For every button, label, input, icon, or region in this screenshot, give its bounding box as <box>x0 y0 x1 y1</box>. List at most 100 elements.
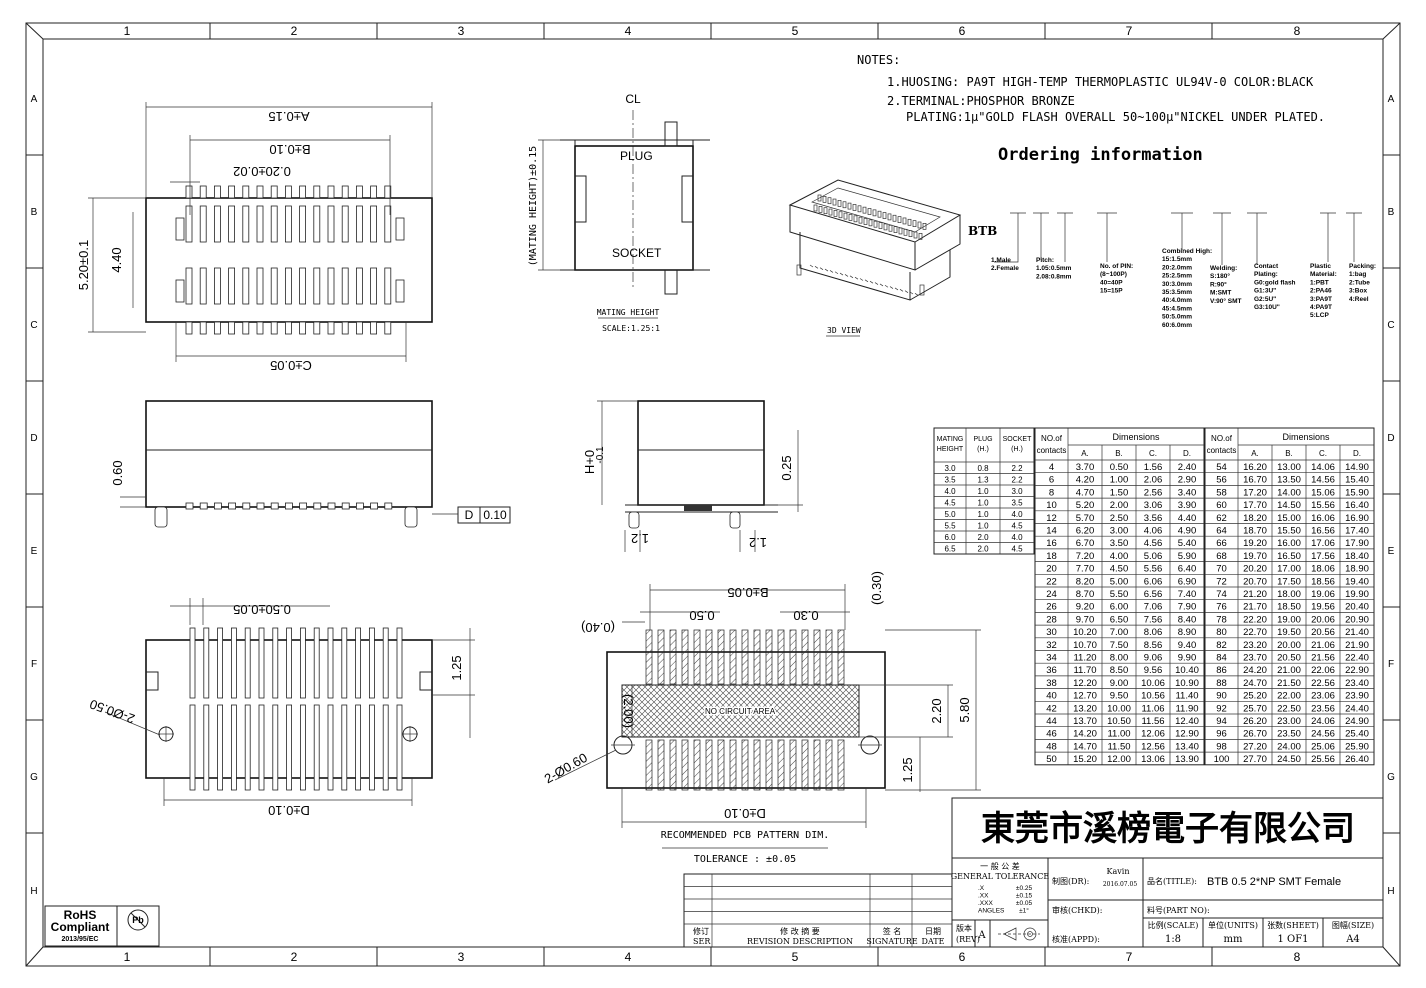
iso-contact <box>878 222 883 229</box>
dim-table-cell: 12.40 <box>1175 716 1199 727</box>
dim-table-cell: 18.90 <box>1345 564 1369 575</box>
mating-height-scale: SCALE:1.25:1 <box>602 324 660 333</box>
side-view: 0.60 D 0.10 <box>110 400 511 528</box>
iso-contact <box>898 227 903 235</box>
ordering-option: 2:PA46 <box>1310 288 1332 295</box>
top-contact-lower <box>228 267 236 305</box>
top-tail-pin <box>284 185 292 199</box>
bottom-contact-lower <box>368 704 375 791</box>
dim-table-cell: 0.50 <box>1110 462 1129 473</box>
rev-value: A <box>977 930 986 941</box>
dim-table-cell: 25.56 <box>1311 754 1335 765</box>
top-tail-pin <box>228 185 236 199</box>
iso-tail <box>849 275 854 279</box>
dim-table-cell: 16.56 <box>1311 526 1335 537</box>
dim-table-cell: 13.50 <box>1277 475 1301 486</box>
bottom-contact-upper <box>230 627 237 699</box>
iso-tail <box>834 271 839 275</box>
bottom-contact-upper <box>382 627 389 699</box>
dim-table-cell: 19.20 <box>1243 538 1267 549</box>
iso-tail <box>874 282 879 285</box>
dim-table-cell: 26.70 <box>1243 729 1267 740</box>
dim-table-cell: 50 <box>1046 754 1057 765</box>
iso-tail <box>869 280 874 284</box>
pcb-pad-lower <box>741 739 749 791</box>
dim-table-cell: 13.00 <box>1277 462 1301 473</box>
iso-tail <box>844 274 849 277</box>
top-side-latch <box>395 279 405 303</box>
dim-table-cell: 25.20 <box>1243 691 1267 702</box>
pcb-dim-5-80: 5.80 <box>957 697 972 722</box>
top-contact-upper <box>270 205 278 243</box>
dim-table-cell: 16.70 <box>1243 475 1267 486</box>
top-tail-pin <box>185 185 193 199</box>
frame-col-label: 8 <box>1294 24 1301 38</box>
iso-contact <box>852 204 857 211</box>
ordering-option: 40:4.0mm <box>1162 297 1192 304</box>
pcb-pad-upper <box>801 629 809 685</box>
dim-table-cell: 22 <box>1046 576 1057 587</box>
mating-table-header: HEIGHT <box>937 446 964 453</box>
bottom-contact-lower <box>244 704 251 791</box>
dim-d: D±0.10 <box>268 803 310 818</box>
side-tail <box>384 502 393 510</box>
top-tail-pin <box>256 185 264 199</box>
iso-tail <box>809 264 814 268</box>
dim-table-cell: 15.00 <box>1277 513 1301 524</box>
mating-table-cell: 4.0 <box>1011 510 1023 519</box>
side-tail <box>270 502 279 510</box>
dim-table-cell: 1.56 <box>1144 462 1163 473</box>
bottom-contact-upper <box>258 627 265 699</box>
dim-table-cell: 18.06 <box>1311 564 1335 575</box>
top-side-latch <box>175 279 185 303</box>
dim-table-cell: 17.20 <box>1243 487 1267 498</box>
dim-table-cell: 21.20 <box>1243 589 1267 600</box>
mating-table-cell: 4.0 <box>1011 533 1023 542</box>
pcb-dim-1-25: 1.25 <box>900 757 915 782</box>
mating-table-cell: 1.0 <box>977 499 989 508</box>
iso-contact <box>813 204 818 212</box>
bottom-contact-upper <box>299 627 306 699</box>
dim-table-cell: 100 <box>1214 754 1230 765</box>
mating-height-view: CL PLUG SOCKET (MATING HEIGHT)±0.15 MATI… <box>528 92 710 333</box>
dim-table-cell: 72 <box>1216 576 1227 587</box>
pcb-pad-upper <box>825 629 833 685</box>
pcb-pad-lower <box>729 739 737 791</box>
side-tail <box>242 502 251 510</box>
mating-table-cell: 3.0 <box>1011 487 1023 496</box>
top-tail-pin <box>327 185 335 199</box>
dim-table-cell: 24.50 <box>1277 754 1301 765</box>
mating-table-header: (H.) <box>1011 446 1023 453</box>
rev-col-sign: SIGNATURE <box>866 937 917 946</box>
dim-c: C±0.05 <box>270 358 312 373</box>
dim-table-cell: 36 <box>1046 665 1057 676</box>
ordering-option: 1.Male <box>991 257 1011 264</box>
side-tail <box>199 502 208 510</box>
dim-table-cell: 26 <box>1046 602 1057 613</box>
side-tail <box>284 502 293 510</box>
iso-tail <box>839 272 844 276</box>
pcb-title: RECOMMENDED PCB PATTERN DIM. <box>661 830 830 841</box>
dim-table-cell: 6.40 <box>1178 564 1197 575</box>
dim-table-header: C. <box>1319 449 1327 458</box>
iso-contact <box>822 196 827 203</box>
dim-table-cell: 1.50 <box>1110 487 1129 498</box>
dim-table-cell: 10.70 <box>1073 640 1097 651</box>
top-contact-lower <box>284 267 292 305</box>
top-contact-lower <box>256 267 264 305</box>
dim-table-cell: 12.90 <box>1175 729 1199 740</box>
ordering-title: Ordering information <box>998 145 1203 165</box>
tolerance-row-value: ±0.05 <box>1016 900 1033 907</box>
ordering-option: 2.Female <box>991 265 1019 272</box>
frame-row-label: B <box>1388 207 1395 218</box>
dim-table-cell: 15.90 <box>1345 487 1369 498</box>
pcb-pad-lower <box>837 739 845 791</box>
mating-table-cell: 5.0 <box>944 510 956 519</box>
top-tail-pin <box>341 185 349 199</box>
dim-table-cell: 11.40 <box>1175 691 1198 702</box>
iso-contact <box>917 221 922 229</box>
dim-table-cell: 4.06 <box>1144 526 1163 537</box>
ordering-option: 40=40P <box>1100 279 1123 286</box>
dim-table-cell: 20.06 <box>1311 614 1335 625</box>
top-contact-lower <box>313 267 321 305</box>
